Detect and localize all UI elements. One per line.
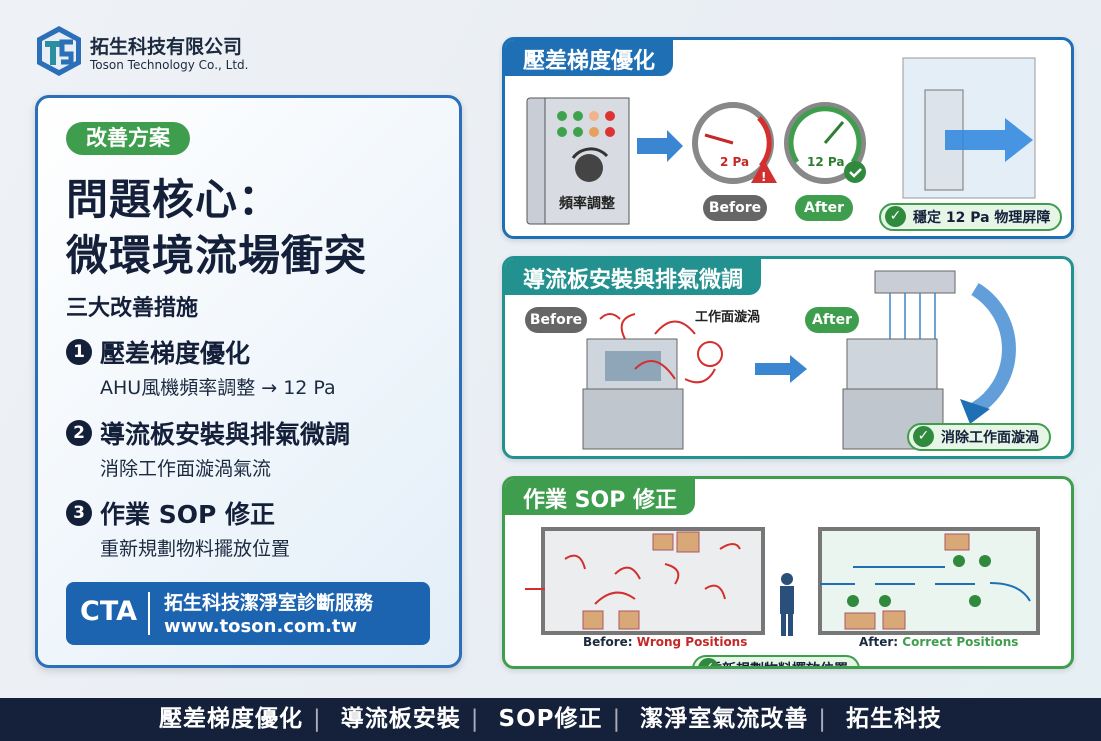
measures-subtitle: 三大改善措施 [66,296,199,321]
panel-title: 作業 SOP 修正 [505,479,695,515]
footer-item: 壓差梯度優化 [158,706,303,732]
gauge-before-value: 2 Pa [720,155,749,169]
after-caption: After: Correct Positions [859,635,1019,649]
pressure-illustration: 頻率調整 2 Pa ! 12 Pa [526,57,1036,225]
item-desc: 重新規劃物料擺放位置 [100,538,291,560]
panel-deflector: 導流板安裝與排氣微調 工作面漩渦 Before After 消除工作面漩渦 [502,256,1074,459]
company-logo [37,26,81,76]
footer-bar: 壓差梯度優化| 導流板安裝| SOP修正| 潔淨室氣流改善| 拓生科技 [0,698,1101,741]
company-name-zh: 拓生科技有限公司 [90,36,243,58]
solution-card [35,95,462,668]
footer-item: 潔淨室氣流改善 [640,706,809,732]
item-title: 壓差梯度優化 [100,339,251,368]
panel-sop: 作業 SOP 修正 Before: Wrong Positions After:… [502,476,1074,669]
cta-url[interactable]: www.toson.com.tw [164,616,358,637]
solution-tag: 改善方案 [66,122,190,155]
before-label: Before [525,307,587,333]
after-label: After [795,195,853,221]
result-badge: 消除工作面漩渦 [907,423,1051,451]
item-number: 3 [66,500,92,526]
item-desc: 消除工作面漩渦氣流 [100,458,272,480]
result-badge: 穩定 12 Pa 物理屏障 [879,203,1063,231]
cta-box[interactable]: CTA 拓生科技潔淨室診斷服務 www.toson.com.tw [66,582,430,645]
panel-title: 導流板安裝與排氣微調 [505,259,762,295]
panel-pressure: 壓差梯度優化 頻率調整 2 Pa ! 12 Pa Before After 穩定… [502,37,1074,239]
headline-line1: 問題核心： [66,175,282,224]
item-title: 導流板安裝與排氣微調 [100,420,351,449]
panel-title: 壓差梯度優化 [505,40,674,76]
before-label: Before [703,195,767,221]
before-caption: Before: Wrong Positions [583,635,748,649]
footer-item: 拓生科技 [846,706,943,732]
panel-label: 頻率調整 [559,195,616,212]
vortex-label: 工作面漩渦 [695,309,760,325]
after-label: After [805,307,859,333]
svg-text:!: ! [761,170,766,184]
result-badge: 重新規劃物料擺放位置 [692,655,860,666]
cta-service: 拓生科技潔淨室診斷服務 [164,592,374,614]
gauge-after-value: 12 Pa [807,155,844,169]
headline-line2: 微環境流場衝突 [66,231,368,280]
footer-item: 導流板安裝 [340,706,461,732]
company-name-en: Toson Technology Co., Ltd. [90,58,249,72]
layout-illustration [525,527,1040,636]
item-number: 1 [66,339,92,365]
item-desc: AHU風機頻率調整 → 12 Pa [100,377,336,399]
item-title: 作業 SOP 修正 [100,500,275,529]
footer-item: SOP修正 [498,706,603,732]
cta-divider [148,592,150,635]
cta-label: CTA [80,596,138,627]
item-number: 2 [66,420,92,446]
